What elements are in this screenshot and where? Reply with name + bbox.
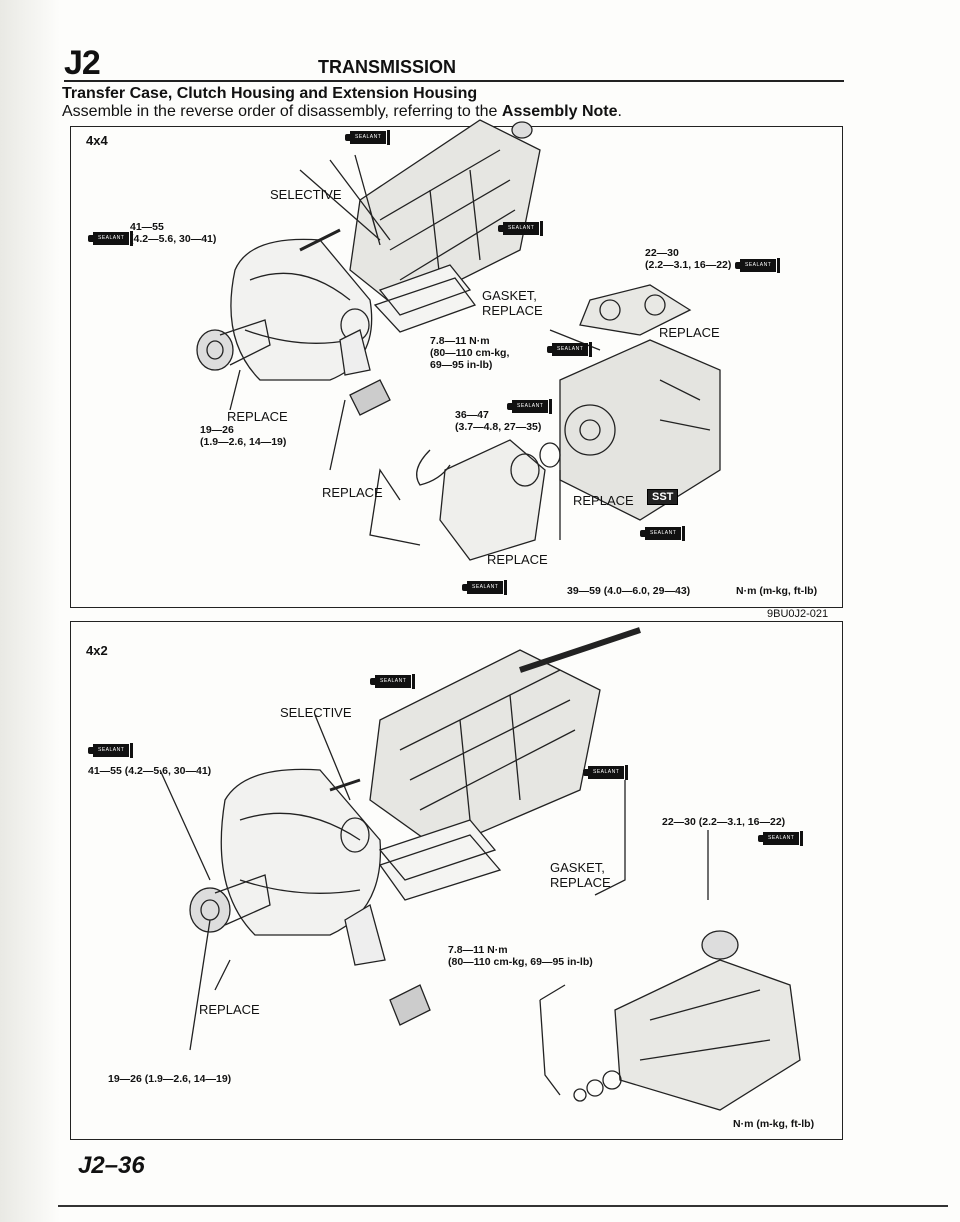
sealant-icon: SEALANT — [345, 130, 391, 145]
diagram-4x4-label: 4x4 — [86, 133, 108, 148]
leader-lines-4x4 — [369, 468, 421, 546]
torque-clutch-bolt-4x4-sub: (4.2—5.6, 30—41) — [130, 233, 217, 245]
release-bearing-4x2 — [189, 874, 271, 933]
replace-label-top-cover: REPLACE — [659, 325, 720, 340]
clutch-housing-4x2 — [220, 768, 382, 936]
footer-rule — [58, 1205, 948, 1207]
sealant-icon: SEALANT — [640, 526, 686, 541]
cover-gasket-4x2 — [378, 819, 502, 901]
sealant-icon: SEALANT — [547, 342, 593, 357]
torque-left-bottom-4x2: 19—26 (1.9—2.6, 14—19) — [108, 1073, 232, 1085]
torque-ext-bolt-4x2: 22—30 (2.2—3.1, 16—22) — [662, 816, 786, 828]
torque-cover-bolt-4x2: 7.8—11 N·m(80—110 cm-kg, 69—95 in-lb) — [448, 944, 593, 968]
torque-cover-bolt-4x4: 7.8—11 N·m(80—110 cm-kg,69—95 in-lb) — [430, 335, 510, 371]
gasket-replace-4x4: GASKET,REPLACE — [482, 288, 543, 318]
replace-label-seal-4x4: REPLACE — [573, 493, 634, 508]
release-bearing-4x4 — [196, 319, 271, 371]
pivot-4x2 — [389, 984, 431, 1026]
release-fork-4x4 — [339, 329, 371, 376]
page-number: J2–36 — [78, 1152, 145, 1179]
diagram-4x2-label: 4x2 — [86, 643, 108, 658]
torque-leaders-4x2 — [159, 714, 351, 1051]
assembly-note-link: Assembly Note — [501, 103, 618, 120]
selective-label-4x2: SELECTIVE — [280, 705, 352, 720]
sealant-icon: SEALANT — [507, 399, 553, 414]
sealant-icon: SEALANT — [498, 221, 544, 236]
torque-left-bottom-4x4: 19—26(1.9—2.6, 14—19) — [200, 424, 287, 448]
sealant-icon: SEALANT — [735, 258, 781, 273]
sealant-icon: SEALANT — [583, 765, 629, 780]
selective-label-4x4: SELECTIVE — [270, 187, 342, 202]
section-description: Assemble in the reverse order of disasse… — [62, 103, 622, 121]
replace-label-bottom-4x4: REPLACE — [487, 552, 548, 567]
diagram-4x2-frame — [70, 621, 843, 1140]
seal-4x4 — [539, 442, 561, 468]
figure-code: 9BU0J2-021 — [767, 608, 829, 620]
transmission-case-4x2 — [329, 627, 641, 851]
sealant-icon: SEALANT — [370, 674, 416, 689]
replace-label-left-4x4: REPLACE — [227, 409, 288, 424]
sst-badge: SST — [647, 489, 679, 505]
units-label-4x2: N·m (m-kg, ft-lb) — [733, 1118, 815, 1130]
page-header-title: TRANSMISSION — [318, 57, 457, 77]
release-fork-4x2 — [344, 904, 386, 966]
pivot-4x4 — [349, 379, 391, 416]
torque-clutch-bolt-4x2: 41—55 (4.2—5.6, 30—41) — [88, 765, 212, 777]
leaders-4x2 — [539, 780, 709, 1096]
top-cover-4x4 — [579, 284, 692, 336]
sealant-icon: SEALANT — [88, 743, 134, 758]
desc-text: Assemble in the reverse order of disasse… — [62, 103, 502, 120]
extension-housing-4x2 — [614, 930, 801, 1111]
diagram-4x4-frame — [70, 126, 843, 608]
extension-housing-4x4 — [439, 439, 546, 561]
gasket-replace-4x2: GASKET,REPLACE — [550, 860, 611, 890]
sealant-icon: SEALANT — [88, 231, 134, 246]
desc-period: . — [617, 103, 622, 120]
header-rule — [64, 80, 844, 82]
units-label-4x4: N·m (m-kg, ft-lb) — [736, 585, 818, 597]
replace-label-left-4x2: REPLACE — [199, 1002, 260, 1017]
selective-leader-4x4 — [354, 154, 381, 246]
oil-seal-4x2 — [340, 817, 370, 853]
cover-gasket-4x4 — [373, 264, 477, 333]
torque-clutch-bolt-4x4: 41—55 — [130, 221, 164, 233]
leaders-4x4 — [229, 159, 601, 540]
sealant-icon: SEALANT — [462, 580, 508, 595]
section-title: Transfer Case, Clutch Housing and Extens… — [62, 85, 478, 102]
seals-4x2 — [573, 1070, 622, 1102]
torque-mid-4x4: 36—47(3.7—4.8, 27—35) — [455, 409, 542, 433]
sensor-wire-4x4 — [416, 449, 451, 486]
sealant-icon: SEALANT — [758, 831, 804, 846]
torque-top-cover-4x4: 22—30(2.2—3.1, 16—22) — [645, 247, 732, 271]
torque-bottom-4x4: 39—59 (4.0—6.0, 29—43) — [567, 585, 691, 597]
replace-label-mid-4x4: REPLACE — [322, 485, 383, 500]
scan-margin — [0, 0, 60, 1222]
section-code: J2 — [64, 44, 101, 82]
transmission-case-4x4 — [299, 119, 541, 311]
